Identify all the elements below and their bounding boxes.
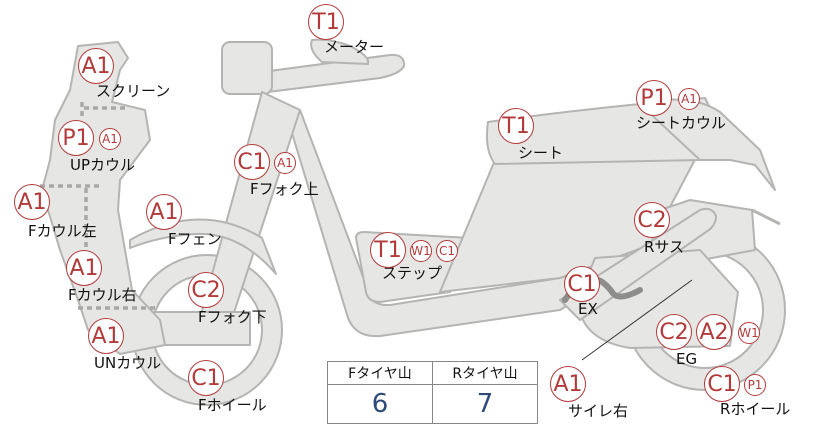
f-fork-upper-label: Fフォク上 [250, 180, 319, 198]
seat-cowl-code-badge: A1 [678, 88, 700, 110]
eg-code-badge: A2 [696, 314, 732, 350]
seat-cowl-code-badge: P1 [636, 80, 672, 116]
ex-label: EX [578, 300, 598, 318]
front-tire-value: 6 [327, 384, 433, 424]
eg-label: EG [676, 350, 698, 368]
r-sus-label: Rサス [644, 238, 685, 256]
seat-label: シート [518, 144, 564, 162]
front-tire-header: Fタイヤ山 [327, 361, 433, 385]
muffler-right-label: サイレ右 [568, 402, 629, 420]
f-fork-lower-label: Fフォク下 [198, 308, 267, 326]
r-wheel-code-badge: C1 [704, 366, 740, 402]
un-cowl-label: UNカウル [94, 354, 162, 372]
f-wheel-code-badge: C1 [188, 360, 224, 396]
r-wheel-code-badge: P1 [744, 374, 766, 396]
f-fork-lower-code-badge: C2 [188, 272, 224, 308]
meter-label: メーター [324, 38, 385, 56]
f-wheel-label: Fホイール [198, 396, 267, 414]
step-code-badge: C1 [436, 240, 458, 262]
up-cowl-label: UPカウル [70, 156, 136, 174]
f-fork-upper-code-badge: C1 [234, 144, 270, 180]
tire-tread-table: Fタイヤ山 Rタイヤ山 6 7 [327, 361, 538, 424]
meter-code-badge: T1 [308, 4, 344, 40]
muffler-leader-line [581, 279, 693, 361]
screen-label: スクリーン [96, 82, 171, 100]
tire-table-value-row: 6 7 [327, 384, 538, 424]
headlight-shape [221, 41, 273, 95]
front-fender-shape [129, 218, 277, 275]
eg-code-badge: W1 [738, 322, 760, 344]
f-cowl-right-label: Fカウル右 [68, 286, 137, 304]
meter-shape [310, 38, 370, 65]
f-fork-upper-code-badge: A1 [274, 152, 296, 174]
r-sus-code-badge: C2 [634, 202, 670, 238]
seat-cowl-label: シートカウル [636, 114, 727, 132]
rear-tire-header: Rタイヤ山 [432, 361, 538, 385]
f-fender-code-badge: A1 [146, 194, 182, 230]
muffler-right-code-badge: A1 [550, 366, 586, 402]
f-cowl-left-label: Fカウル左 [28, 222, 97, 240]
screen-code-badge: A1 [78, 48, 114, 84]
rear-tire-value: 7 [432, 384, 538, 424]
un-cowl-code-badge: A1 [88, 318, 124, 354]
seat-code-badge: T1 [498, 108, 534, 144]
r-wheel-label: Rホイール [720, 400, 791, 418]
ex-code-badge: C1 [564, 266, 600, 302]
up-cowl-code-badge: A1 [99, 128, 121, 150]
swingarm-shape [559, 207, 717, 321]
step-label: ステップ [382, 264, 443, 282]
step-code-badge: W1 [410, 240, 432, 262]
up-cowl-code-badge: P1 [58, 120, 94, 156]
f-cowl-right-code-badge: A1 [66, 250, 102, 286]
step-code-badge: T1 [370, 232, 406, 268]
tire-table-header-row: Fタイヤ山 Rタイヤ山 [327, 361, 538, 385]
rear-body-shape [439, 149, 701, 293]
eg-code-badge: C2 [656, 314, 692, 350]
f-cowl-left-code-badge: A1 [14, 184, 50, 220]
f-fender-label: Fフェン [168, 230, 222, 248]
